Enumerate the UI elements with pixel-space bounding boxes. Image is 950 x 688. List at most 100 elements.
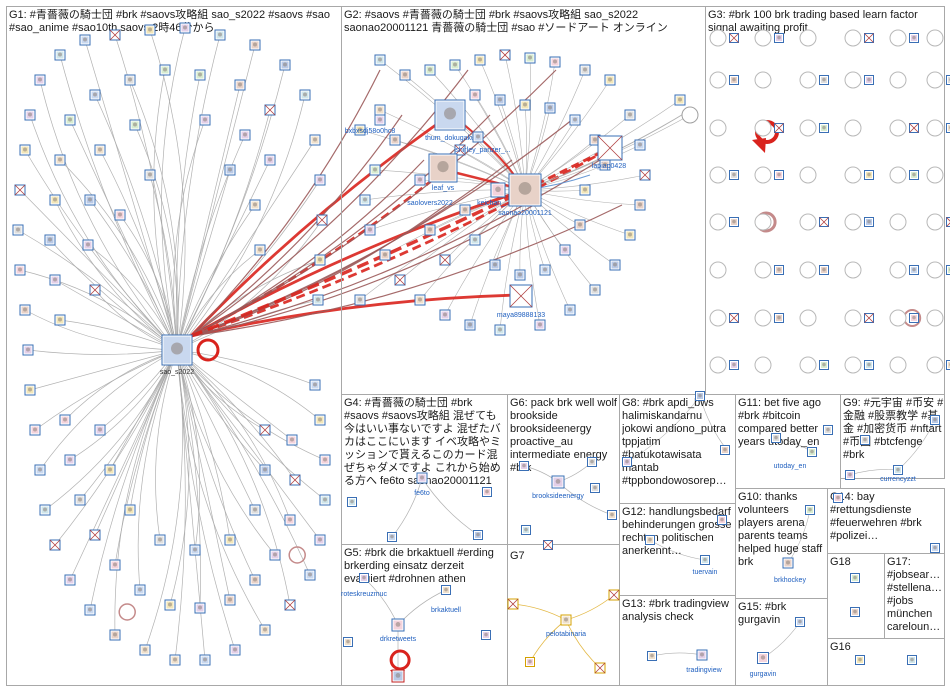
g1-node-52-avatar-head	[53, 277, 57, 282]
g3-circle-6-0	[709, 309, 727, 327]
g4-edge-b	[421, 477, 479, 536]
g3-circle-1-0	[709, 71, 727, 89]
g5-node-b	[343, 637, 353, 647]
g3-thumb-2-1	[774, 123, 784, 133]
g1-edge-16	[27, 349, 178, 355]
g1-g2-brown-11	[190, 204, 623, 337]
g6-node-d	[607, 510, 617, 520]
g6-node-a	[519, 461, 529, 471]
g2-node-43-avatar-head	[543, 267, 547, 272]
g1-edge-68	[99, 149, 178, 351]
node-leaf-vs-avatar-head	[437, 161, 449, 173]
g1-node-18-avatar-head	[33, 427, 37, 432]
g1-edge-59	[137, 349, 178, 591]
g1-edge-51	[49, 239, 178, 351]
g3-circle-7-0	[709, 356, 727, 374]
g1-node-47-avatar-head	[238, 82, 242, 87]
g2-node-31	[469, 89, 481, 101]
g11-node-a-avatar-head	[774, 435, 778, 440]
g3-circle-4-3	[844, 213, 862, 231]
group-label-g15: G15: #brk gurgavin	[738, 601, 790, 626]
g1-node-70	[199, 114, 211, 126]
g3-thumb-2-1-cross-b	[774, 123, 784, 133]
node-drkretweets-avatar-head	[395, 622, 401, 627]
node-thum-dokugaku-avatar-head	[444, 107, 456, 120]
g1-edge-12	[19, 189, 178, 351]
g2-node-39-avatar-head	[463, 207, 467, 212]
g3-thumb-6-0	[729, 313, 739, 323]
g1-node-82	[249, 504, 261, 516]
g1-node-24-avatar-head	[113, 632, 117, 637]
g3-thumb-3-1-avatar-head	[777, 172, 781, 177]
g1-node-36	[309, 379, 321, 391]
g1-node-49	[54, 154, 66, 166]
group-label-g10: G10: thanks volunteers players arena par…	[738, 491, 826, 568]
node-gurgavin	[757, 652, 769, 664]
g1-node-62-avatar-head	[228, 597, 232, 602]
g2-node-25-avatar-head	[628, 232, 632, 237]
g1-node-63-avatar-head	[253, 577, 257, 582]
g8-node-c	[720, 445, 730, 455]
g3-circle-6-1	[754, 309, 772, 327]
g3-circle-4-0	[709, 213, 727, 231]
g2-node-49-cross-b	[439, 254, 451, 266]
g5-node-c	[391, 669, 405, 683]
g3-thumb-1-0-avatar-head	[732, 77, 736, 82]
g1-node-56	[74, 494, 86, 506]
node-brkaktuell	[441, 585, 451, 595]
g1-edge-80	[176, 349, 201, 551]
g3-thumb-4-2	[819, 217, 829, 227]
g2-node-39	[459, 204, 471, 216]
g1-edge-79	[155, 349, 178, 541]
g15-node-a-avatar-head	[798, 619, 802, 624]
g6-node-f-cross-b	[543, 540, 553, 550]
g2-node-14-avatar-head	[368, 227, 372, 232]
g8-node-b-avatar-head	[625, 459, 629, 464]
g1-node-31-avatar-head	[308, 572, 312, 577]
g1-edge-0	[39, 79, 178, 351]
g1-node-88-avatar-head	[148, 172, 152, 177]
g2-node-27	[639, 169, 651, 181]
hub-hub-edge	[190, 188, 526, 338]
g1-node-selfloop-b	[288, 546, 306, 564]
g3-thumb-3-4-avatar-head	[912, 172, 916, 177]
g18-node-b-avatar-head	[853, 609, 857, 614]
g1-node-65	[284, 514, 296, 526]
g2-node-12	[369, 164, 381, 176]
g1-node-15-avatar-head	[23, 307, 27, 312]
label-tuervain: tuervain	[693, 569, 718, 576]
g2-node-18	[439, 309, 451, 321]
g4-node-a-avatar-head	[350, 499, 354, 504]
g1-node-10-avatar-head	[28, 112, 32, 117]
g1-node-55	[64, 454, 76, 466]
g2-node-45-avatar-head	[578, 222, 582, 227]
g1-g2-brown-10	[190, 159, 601, 337]
g14-node-a	[833, 493, 843, 503]
g2-node-10-avatar-head	[378, 107, 382, 112]
g4-node-b	[387, 532, 397, 542]
g6-node-c	[590, 483, 600, 493]
g3-thumb-6-3-cross-b	[864, 313, 874, 323]
g1-node-56-avatar-head	[78, 497, 82, 502]
g2-node-42-avatar-head	[518, 272, 522, 277]
g2-node-2-avatar-head	[428, 67, 432, 72]
g2-node-5	[499, 49, 511, 61]
g3-circle-6-3	[844, 309, 862, 327]
g2-node-19-avatar-head	[468, 322, 472, 327]
g1-node-48-cross-b	[264, 104, 276, 116]
g3-thumb-6-1-avatar-head	[777, 315, 781, 320]
g2-node-1	[399, 69, 411, 81]
g3-thumb-7-3	[864, 360, 874, 370]
g2-node-17-avatar-head	[418, 297, 422, 302]
label-brooksideenergy: brooksideenergy	[532, 493, 584, 500]
g12-node-b-avatar-head	[720, 517, 724, 522]
node-sao-s2022-avatar-head	[171, 342, 183, 355]
g1-node-18	[29, 424, 41, 436]
g1-node-38	[314, 174, 326, 186]
g2-node-20	[494, 324, 506, 336]
g2-node-5-cross-b	[499, 49, 511, 61]
g1-node-19-avatar-head	[38, 467, 42, 472]
g1-edge-29	[176, 349, 266, 631]
g1-node-10	[24, 109, 36, 121]
